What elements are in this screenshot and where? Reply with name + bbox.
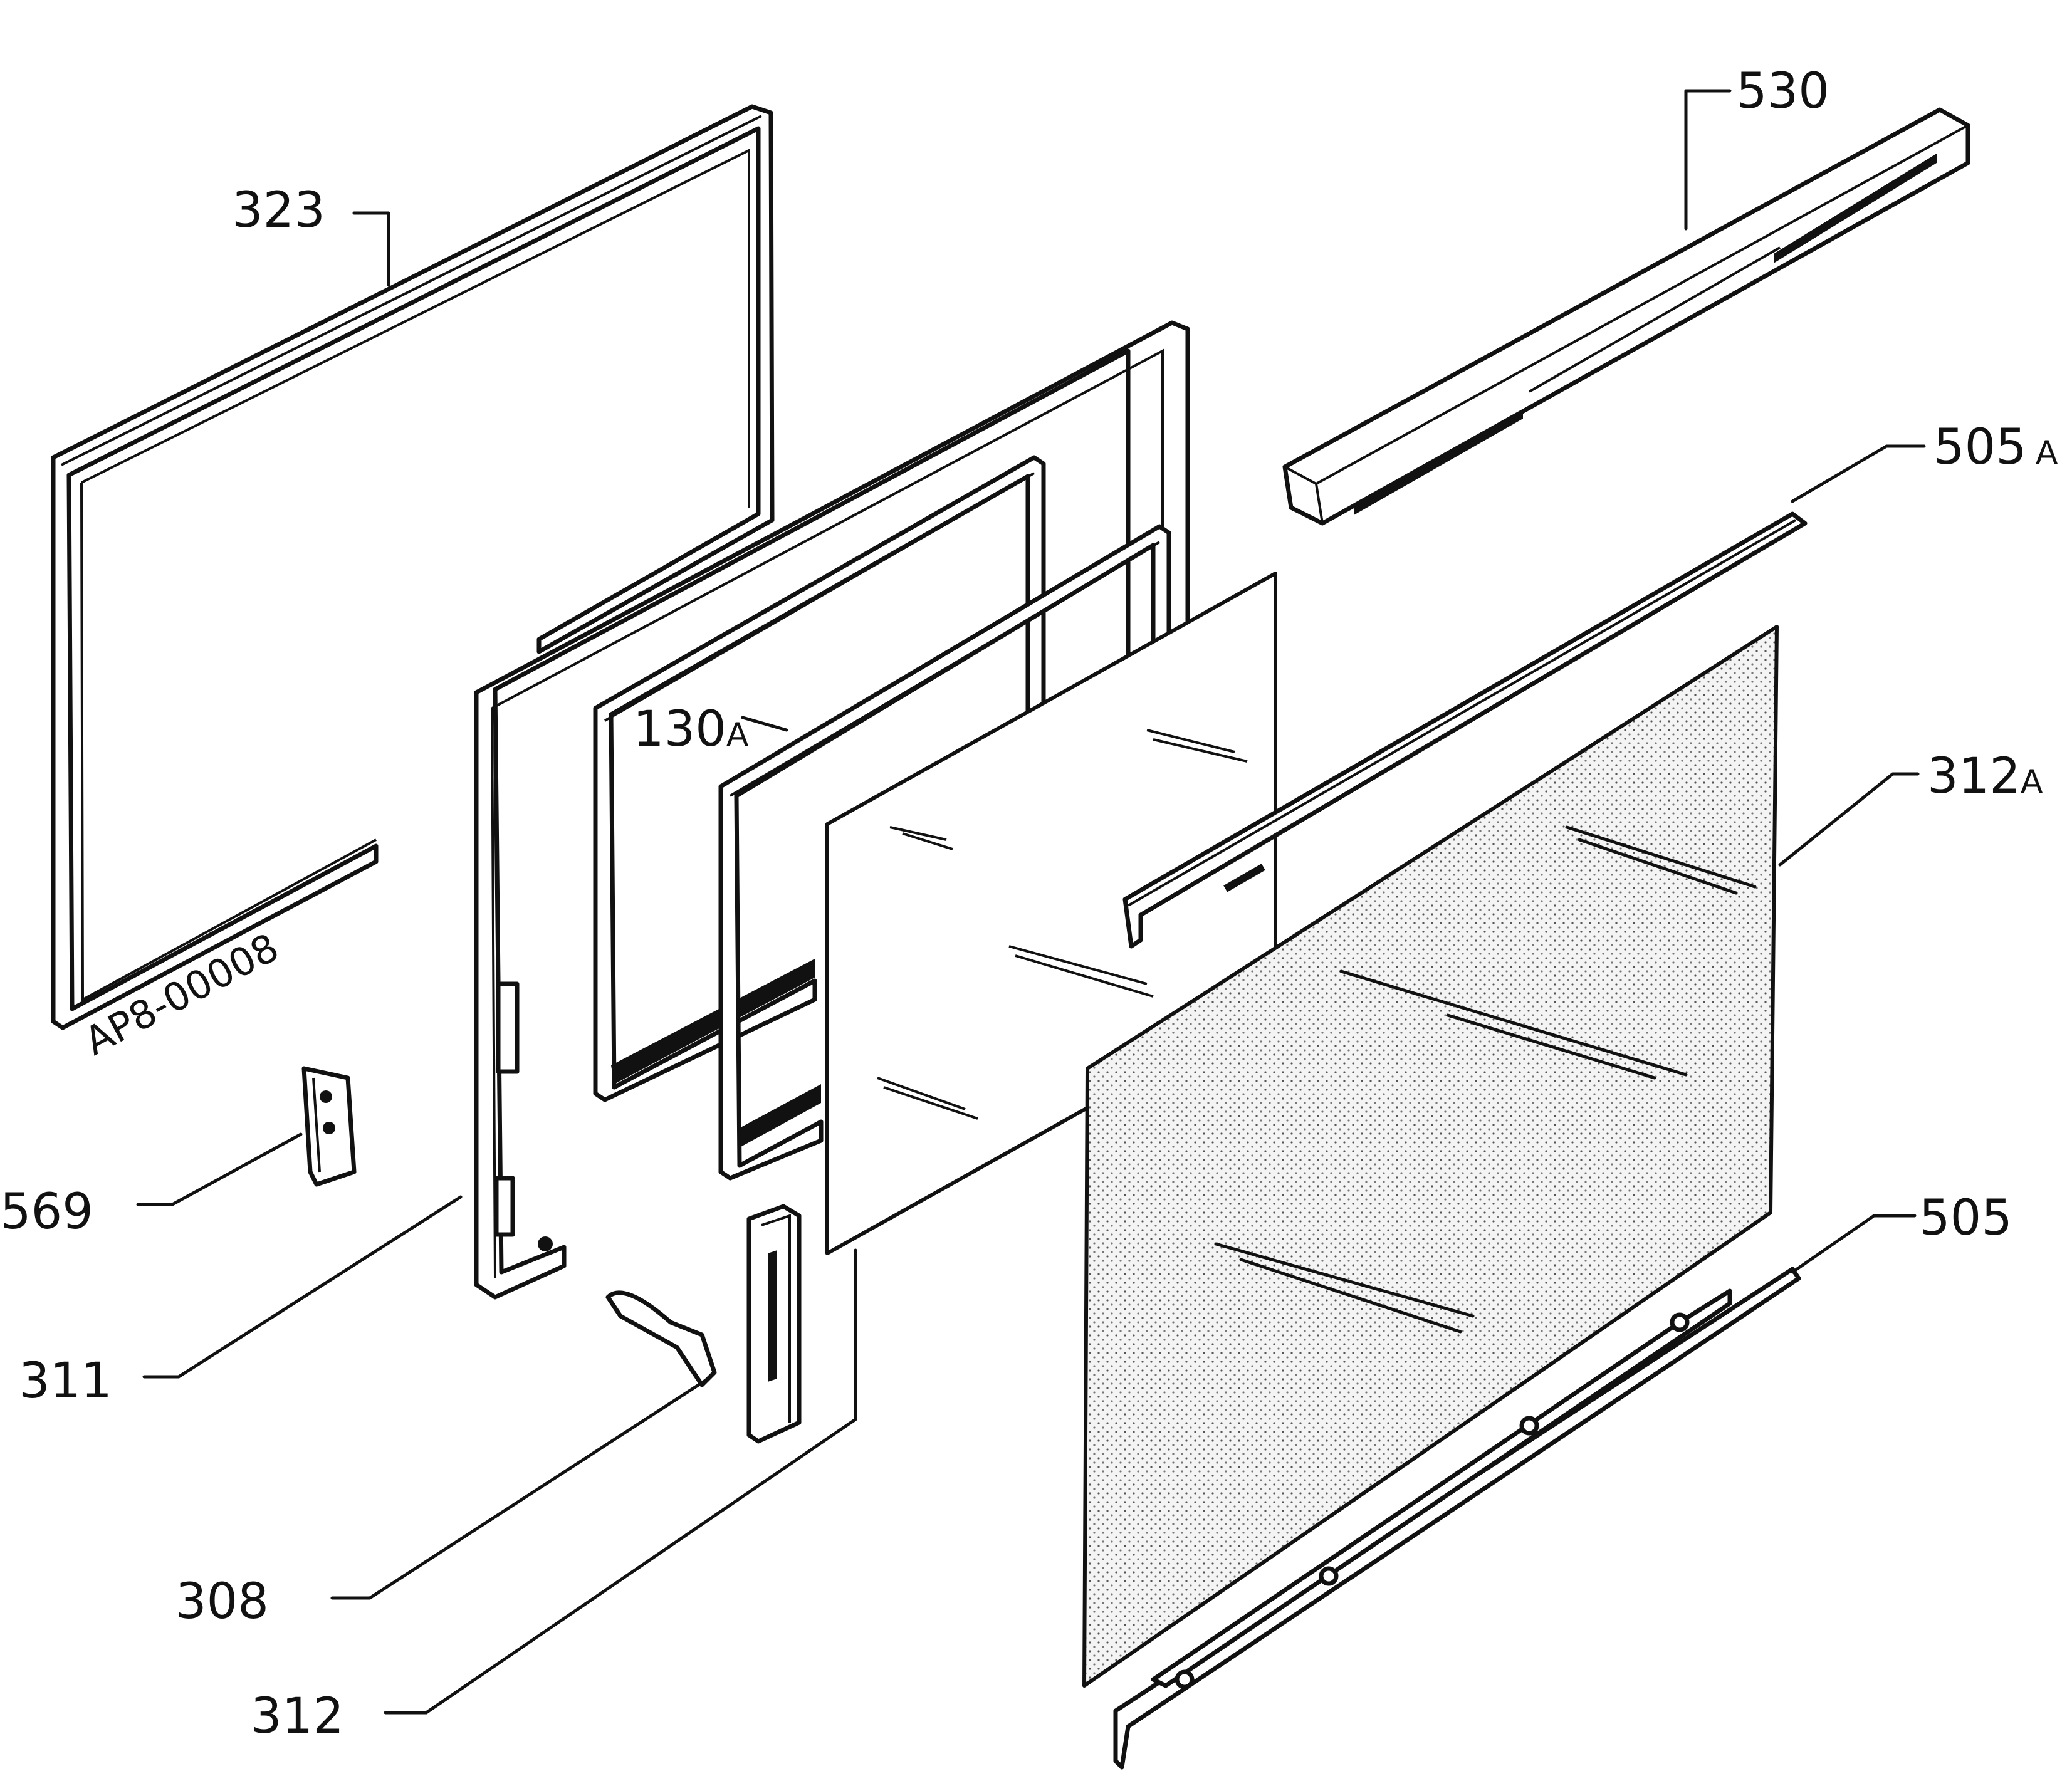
leader-323 xyxy=(352,211,390,287)
inner-seal-ring xyxy=(718,524,1171,1181)
leader-lines xyxy=(136,89,1926,1715)
callout-530: 530 xyxy=(1736,63,1829,120)
callout-569: 569 xyxy=(0,1184,93,1240)
inner-door-frame xyxy=(474,320,1190,1300)
upper-glass-strip xyxy=(1122,511,1808,949)
callout-323: 323 xyxy=(232,182,325,239)
leader-505 xyxy=(1791,1214,1917,1274)
hinge-bracket xyxy=(301,1066,357,1187)
hinge-assembly xyxy=(746,1204,802,1444)
leader-312 xyxy=(384,1248,857,1715)
glass-reflection-marks xyxy=(1214,825,1757,1334)
leader-505a xyxy=(1791,444,1926,503)
hinge-lever xyxy=(605,1290,717,1387)
outer-glass-pane xyxy=(1082,625,1779,1688)
leader-530 xyxy=(1684,89,1732,231)
callout-505: 505 xyxy=(1919,1190,2012,1246)
leader-569 xyxy=(136,1132,303,1206)
door-seal-frame xyxy=(51,104,775,1030)
callout-130a: 130A xyxy=(633,701,749,758)
lower-glass-strip xyxy=(1113,1267,1801,1770)
callout-308: 308 xyxy=(175,1574,269,1630)
leader-312a xyxy=(1778,772,1920,867)
leader-311 xyxy=(142,1195,463,1379)
glass-holder-frame xyxy=(593,455,1046,1102)
leader-308 xyxy=(330,1377,710,1600)
callout-312: 312 xyxy=(251,1688,344,1745)
leader-130a xyxy=(741,716,788,732)
handle-profile xyxy=(1282,107,1970,526)
callout-312a: 312A xyxy=(1927,748,2043,805)
callout-311: 311 xyxy=(19,1353,112,1409)
